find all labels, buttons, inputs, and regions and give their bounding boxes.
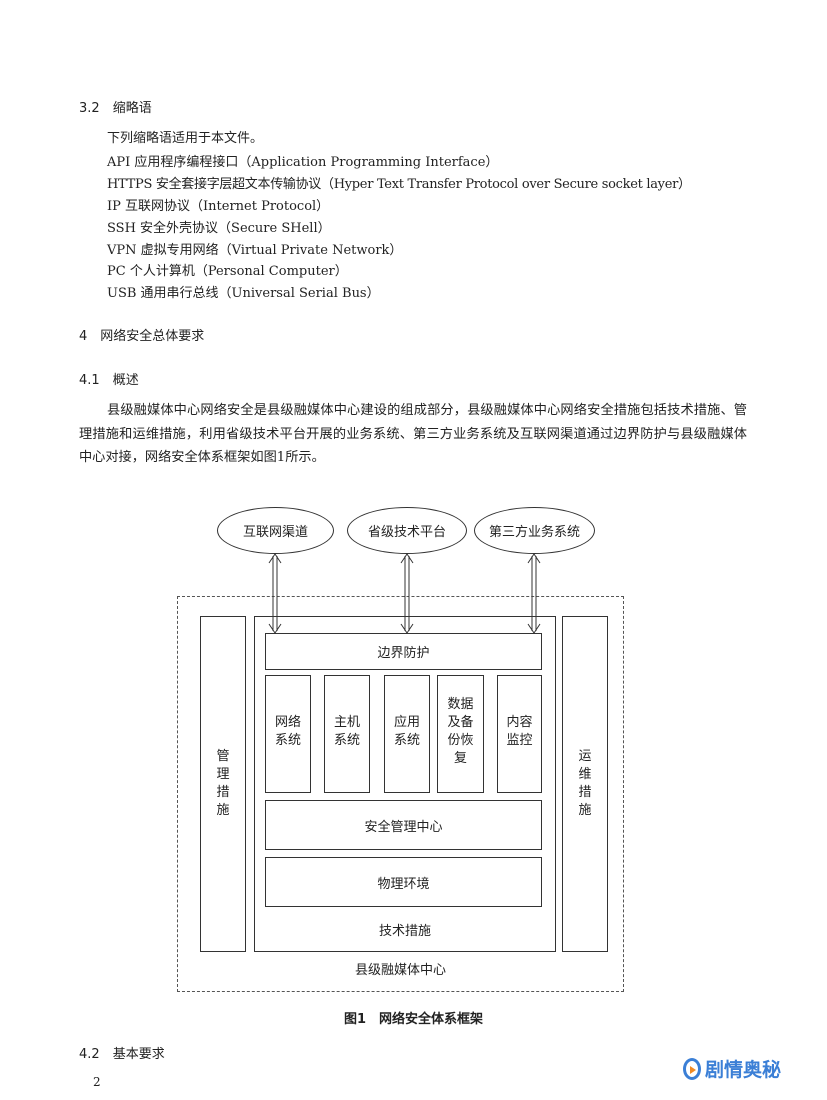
physical-environment-box: 物理环境 — [265, 857, 542, 907]
label: 应用系统 — [393, 715, 420, 748]
label: 主机系统 — [333, 715, 360, 748]
section-3-2-heading: 3.2 缩略语 — [79, 101, 152, 117]
application-system-box: 应用系统 — [384, 675, 430, 793]
label: 内容监控 — [506, 715, 533, 748]
internet-channel-ellipse: 互联网渠道 — [217, 507, 334, 554]
label: 安全管理中心 — [364, 819, 443, 835]
figure-caption: 图1 网络安全体系框架 — [343, 1012, 484, 1027]
section-title: 概述 — [112, 373, 139, 388]
overview-paragraph: 县级融媒体中心网络安全是县级融媒体中心建设的组成部分，县级融媒体中心网络安全措施… — [79, 403, 747, 465]
label: 网络系统 — [274, 715, 301, 748]
label: 互联网渠道 — [242, 525, 308, 540]
abbr-item: API 应用程序编程接口（Application Programming Int… — [107, 155, 499, 170]
abbr-item: HTTPS 安全套接字层超文本传输协议（Hyper Text Transfer … — [107, 177, 691, 192]
section-4-heading: 4 网络安全总体要求 — [79, 329, 204, 345]
abbr-item: IP 互联网协议（Internet Protocol） — [107, 199, 330, 214]
security-management-center-box: 安全管理中心 — [265, 800, 542, 850]
label: 第三方业务系统 — [488, 525, 580, 540]
county-boundary-dashed — [177, 596, 624, 992]
section-number: 4.1 — [79, 373, 100, 388]
page-number: 2 — [93, 1075, 101, 1089]
label: 运维措施 — [578, 749, 592, 818]
section-number: 4 — [79, 329, 88, 344]
label: 管理措施 — [216, 749, 230, 818]
operations-measures-box: 运维措施 — [562, 616, 608, 952]
third-party-system-ellipse: 第三方业务系统 — [474, 507, 595, 554]
content-monitoring-box: 内容监控 — [497, 675, 542, 793]
section-title: 基本要求 — [112, 1047, 165, 1062]
label: 边界防护 — [377, 646, 430, 661]
boundary-protection-box: 边界防护 — [265, 633, 542, 670]
abbr-item: VPN 虚拟专用网络（Virtual Private Network） — [107, 243, 403, 258]
logo-icon — [683, 1057, 701, 1080]
section-title: 缩略语 — [112, 101, 152, 116]
section-number: 3.2 — [79, 101, 100, 116]
county-media-center-label: 县级融媒体中心 — [354, 963, 446, 978]
section-4-1-heading: 4.1 概述 — [79, 373, 139, 389]
abbr-item: USB 通用串行总线（Universal Serial Bus） — [107, 286, 380, 301]
label: 数据及备份恢复 — [447, 697, 474, 766]
host-system-box: 主机系统 — [324, 675, 370, 793]
section-4-2-heading: 4.2 基本要求 — [79, 1047, 165, 1063]
data-backup-box: 数据及备份恢复 — [437, 675, 484, 793]
management-measures-box: 管理措施 — [200, 616, 246, 952]
label: 物理环境 — [377, 876, 430, 892]
logo-text: 剧情奥秘 — [705, 1059, 782, 1081]
section-title: 网络安全总体要求 — [100, 329, 205, 344]
abbr-item: SSH 安全外壳协议（Secure SHell） — [107, 221, 331, 236]
abbr-item: PC 个人计算机（Personal Computer） — [107, 264, 348, 279]
network-system-box: 网络系统 — [265, 675, 311, 793]
watermark-logo: 剧情奥秘 — [683, 1055, 781, 1082]
section-number: 4.2 — [79, 1047, 100, 1062]
provincial-platform-ellipse: 省级技术平台 — [347, 507, 467, 554]
label: 技术措施 — [378, 924, 431, 939]
label: 省级技术平台 — [367, 525, 446, 540]
abbr-intro: 下列缩略语适用于本文件。 — [107, 131, 264, 146]
